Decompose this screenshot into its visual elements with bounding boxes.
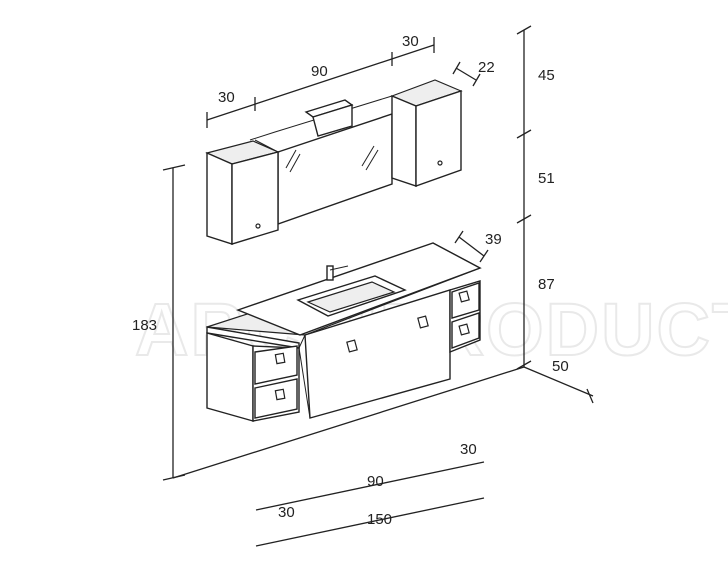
bottom-right-width-label: 30: [460, 441, 477, 458]
left-drawer-upper-knob: [274, 352, 286, 365]
vanity-depth-label: 39: [485, 231, 502, 248]
height-bottom-label: 87: [538, 276, 555, 293]
total-height-label: 183: [132, 317, 157, 334]
mirror-width-label: 90: [311, 63, 328, 80]
vanity-depth-dimension: 39: [454, 230, 502, 263]
top-width-dimension: 30 90 30: [206, 33, 435, 128]
left-wall-cabinet-side: [206, 151, 233, 245]
left-drawer-block-side: [206, 332, 254, 422]
left-wall-cabinet-knob: [255, 223, 261, 229]
bottom-width-dimensions: 30 90 30 150: [255, 441, 485, 547]
bottom-center-width-label: 90: [367, 473, 384, 490]
center-cabinet-front: [304, 289, 451, 419]
top-depth-label: 22: [478, 59, 495, 76]
bottom-left-width-label: 30: [278, 504, 295, 521]
top-depth-dimension: 22: [452, 59, 495, 87]
total-width-label: 150: [367, 511, 392, 528]
faucet: [326, 265, 334, 281]
left-drawer-lower-knob: [274, 388, 286, 401]
lower-vanity-unit: [206, 242, 482, 422]
upper-wall-unit: [205, 79, 463, 245]
top-right-width-label: 30: [402, 33, 419, 50]
center-cabinet-knob-right: [417, 315, 429, 329]
height-middle-label: 51: [538, 170, 555, 187]
right-wall-cabinet-side: [391, 94, 417, 187]
right-drawer-lower-knob: [458, 323, 470, 336]
right-wall-cabinet-door: [415, 90, 462, 187]
left-drawer-lower: [254, 378, 298, 419]
top-left-width-label: 30: [218, 89, 235, 106]
left-wall-cabinet-door: [231, 151, 279, 245]
base-depth-label: 50: [552, 358, 569, 375]
base-depth-dimension: 50: [523, 358, 594, 404]
height-top-label: 45: [538, 67, 555, 84]
right-height-dimensions: 45 51 87: [516, 25, 555, 370]
right-wall-cabinet-knob: [437, 160, 443, 166]
floor-line: [172, 366, 525, 479]
right-drawer-upper-knob: [458, 290, 470, 303]
left-drawer-upper: [254, 345, 298, 385]
center-cabinet-knob-left: [346, 339, 358, 353]
